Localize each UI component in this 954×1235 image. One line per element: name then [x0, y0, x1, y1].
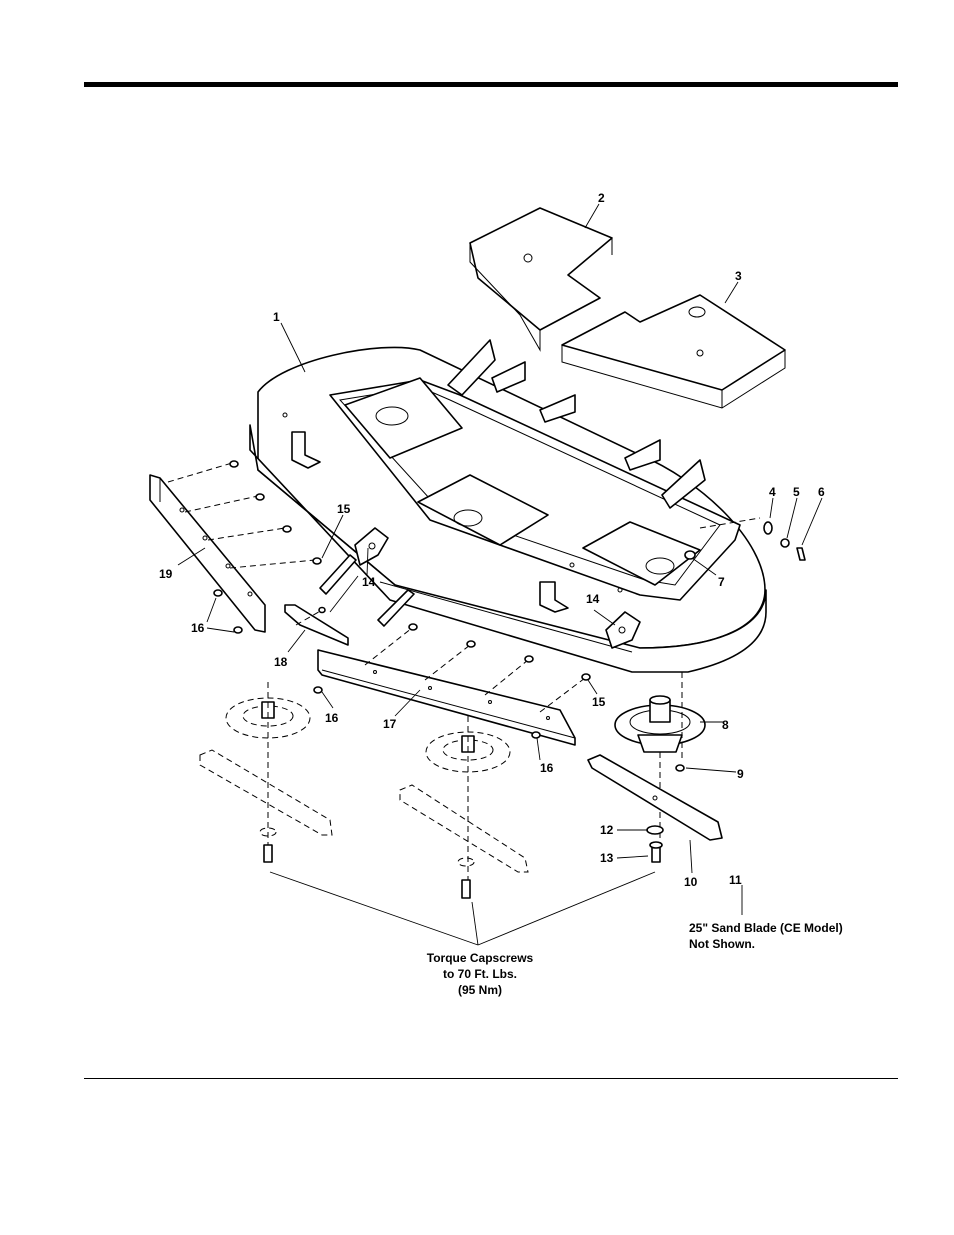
callout-15: 15 — [337, 502, 351, 516]
torque-note-line1: Torque Capscrews — [427, 951, 534, 965]
callout-18: 18 — [274, 655, 288, 669]
mower-deck-housing — [250, 340, 766, 672]
callout-9: 9 — [737, 767, 744, 781]
callout-14: 14 — [362, 575, 376, 589]
callout-10: 10 — [684, 875, 698, 889]
callout-15-right: 15 — [592, 695, 606, 709]
callout-5: 5 — [793, 485, 800, 499]
mower-blade-right — [588, 755, 722, 862]
callout-1: 1 — [273, 310, 280, 324]
callout-16-left: 16 — [191, 621, 205, 635]
callout-6: 6 — [818, 485, 825, 499]
spindle-phantom-center — [400, 716, 528, 898]
callout-4: 4 — [769, 485, 776, 499]
footer-rule — [84, 1078, 898, 1079]
sand-blade-note-line1: 25" Sand Blade (CE Model) — [689, 921, 843, 935]
callout-19: 19 — [159, 567, 173, 581]
callout-7: 7 — [718, 575, 725, 589]
torque-note-line2: to 70 Ft. Lbs. — [443, 967, 517, 981]
callout-11: 11 — [729, 873, 742, 887]
callout-3: 3 — [735, 269, 742, 283]
sand-blade-note-line2: Not Shown. — [689, 937, 755, 951]
callout-16-right: 16 — [540, 761, 554, 775]
callout-13: 13 — [600, 851, 614, 865]
belt-cover-right — [562, 295, 785, 408]
torque-note-line3: (95 Nm) — [458, 983, 502, 997]
belt-cover-left — [470, 208, 612, 350]
callout-14-right: 14 — [586, 592, 600, 606]
callout-16-mid: 16 — [325, 711, 339, 725]
callout-8: 8 — [722, 718, 729, 732]
callout-2: 2 — [598, 191, 605, 205]
callout-12: 12 — [600, 823, 614, 837]
spindle-phantom-left — [200, 682, 332, 862]
callout-17: 17 — [383, 717, 397, 731]
